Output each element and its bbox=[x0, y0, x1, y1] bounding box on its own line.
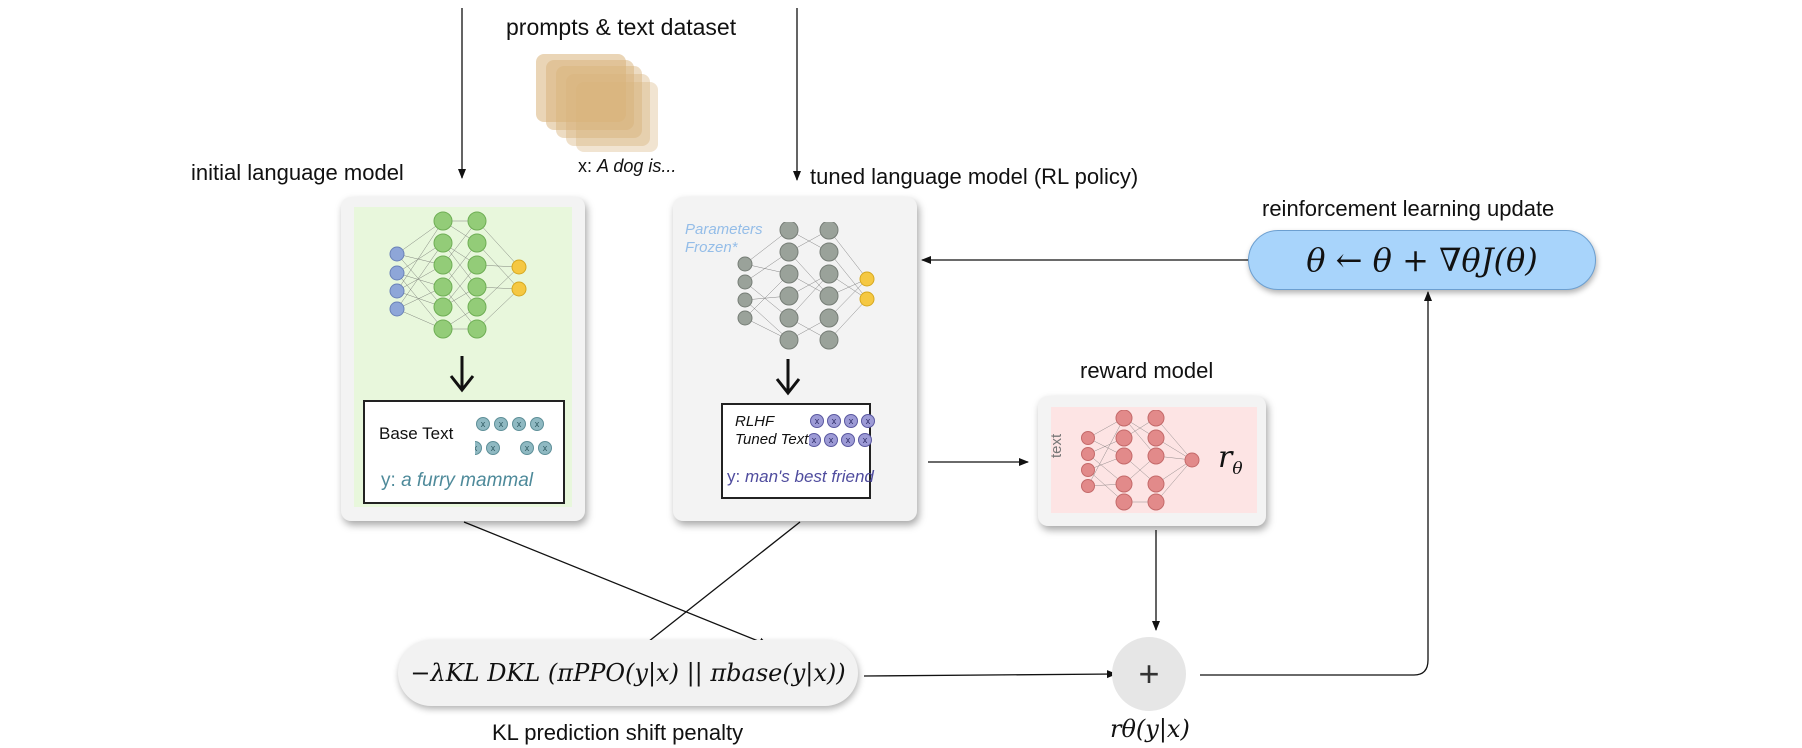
token-glyph: x bbox=[866, 416, 871, 426]
kl-penalty-formula-text: −λKL DKL (πPPO(y|x) || πbase(y|x)) bbox=[410, 659, 846, 687]
initial-model-network-icon bbox=[389, 211, 527, 339]
rlhf-label-line2: Tuned Text bbox=[735, 431, 809, 448]
sum-symbol: + bbox=[1138, 653, 1160, 694]
tuned-model-title: tuned language model (RL policy) bbox=[810, 164, 1139, 189]
token-glyph: x bbox=[475, 443, 478, 453]
token-glyph: x bbox=[863, 435, 868, 445]
dataset-stack-icon bbox=[536, 54, 658, 152]
token-glyph: x bbox=[491, 443, 496, 453]
token-glyph: x bbox=[517, 419, 522, 429]
token-glyph: x bbox=[543, 443, 548, 453]
initial-model-textbox: Base Text x x x x x x x x y: a furry mammal bbox=[363, 400, 565, 504]
token-glyph: x bbox=[815, 416, 820, 426]
reward-input-label: text bbox=[1048, 433, 1065, 458]
reward-output-symbol: r bbox=[1218, 440, 1233, 475]
tuned-model-card: Parameters Frozen* RLHF Tune bbox=[673, 197, 917, 521]
sum-node: + bbox=[1112, 637, 1186, 711]
arrow-tuned-to-kl bbox=[633, 521, 801, 654]
frozen-note: Parameters Frozen* bbox=[685, 221, 763, 257]
reward-output-label: rθ bbox=[1218, 440, 1243, 479]
base-text-label: Base Text bbox=[379, 424, 454, 443]
rl-update-formula: θ ← θ + ∇θJ(θ) bbox=[1248, 230, 1596, 290]
token-glyph: x bbox=[812, 435, 817, 445]
tuned-output: y: man's best friend bbox=[727, 467, 874, 487]
rlhf-label: RLHF Tuned Text bbox=[735, 413, 808, 449]
initial-model-title: initial language model bbox=[191, 160, 404, 185]
reward-model-network-icon bbox=[1081, 410, 1200, 511]
dataset-example-prefix: x: bbox=[578, 156, 598, 176]
initial-model-card: Base Text x x x x x x x x y: a furry mammal bbox=[341, 197, 585, 521]
arrow-sum-to-update bbox=[1200, 291, 1432, 676]
rl-update-formula-text: θ ← θ + ∇θJ(θ) bbox=[1306, 241, 1538, 279]
dataset-example-text: A dog is... bbox=[597, 156, 677, 176]
token-glyph: x bbox=[481, 419, 486, 429]
initial-down-arrow-icon bbox=[449, 356, 475, 393]
tuned-down-arrow-icon bbox=[775, 359, 801, 396]
reward-output-subscript: θ bbox=[1232, 459, 1243, 479]
tuned-model-network-icon bbox=[737, 222, 875, 350]
kl-penalty-caption: KL prediction shift penalty bbox=[492, 720, 744, 745]
sum-node-caption: rθ(y|x) bbox=[1110, 715, 1190, 743]
frozen-note-line2: Frozen* bbox=[685, 239, 738, 256]
arrow-kl-to-sum bbox=[863, 670, 1117, 679]
initial-token-icons: x x x x x x x x bbox=[475, 417, 552, 455]
frozen-note-line1: Parameters bbox=[685, 221, 763, 238]
initial-output: y: a furry mammal bbox=[381, 470, 533, 492]
arrow-initial-to-kl bbox=[463, 521, 769, 646]
token-glyph: x bbox=[832, 416, 837, 426]
dataset-title: prompts & text dataset bbox=[506, 14, 737, 40]
initial-output-text: a furry mammal bbox=[401, 470, 534, 491]
kl-penalty-formula: −λKL DKL (πPPO(y|x) || πbase(y|x)) bbox=[398, 640, 858, 706]
reward-model-card: text rθ bbox=[1038, 396, 1266, 526]
token-glyph: x bbox=[535, 419, 540, 429]
token-glyph: x bbox=[849, 416, 854, 426]
reward-model-title: reward model bbox=[1080, 358, 1214, 383]
initial-output-prefix: y: bbox=[381, 470, 402, 491]
dataset-example: x: A dog is... bbox=[578, 156, 676, 177]
rlhf-label-line1: RLHF bbox=[735, 413, 775, 430]
tuned-output-text: man's best friend bbox=[744, 467, 874, 486]
token-glyph: x bbox=[499, 419, 504, 429]
tuned-output-prefix: y: bbox=[727, 467, 745, 486]
token-glyph: x bbox=[846, 435, 851, 445]
rl-update-title: reinforcement learning update bbox=[1262, 196, 1555, 221]
token-glyph: x bbox=[525, 443, 530, 453]
token-glyph: x bbox=[829, 435, 834, 445]
